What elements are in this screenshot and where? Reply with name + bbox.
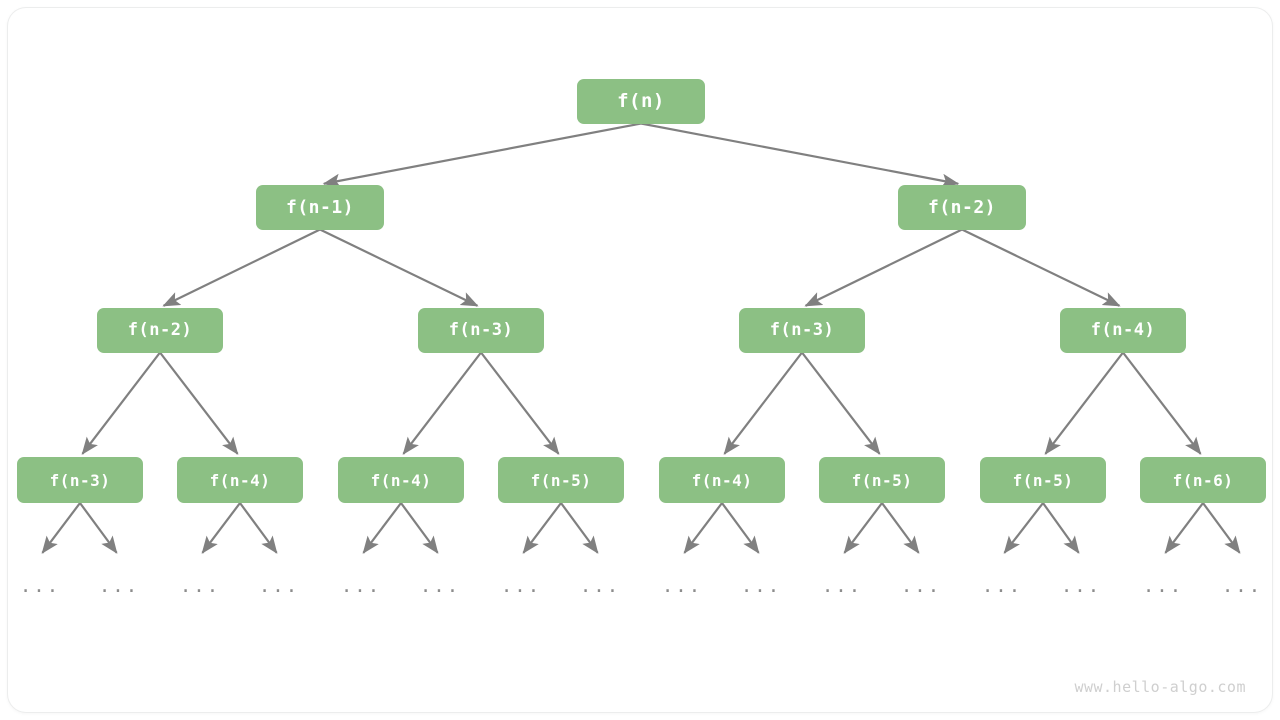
tree-node-n1: f(n-1)	[256, 184, 384, 230]
tree-node-n4: f(n-3)	[418, 307, 544, 353]
ellipsis-marker: ...	[981, 575, 1023, 597]
tree-node-n2: f(n-2)	[898, 184, 1026, 230]
ellipsis-marker: ...	[661, 575, 703, 597]
tree-node-n10: f(n-5)	[498, 457, 624, 503]
tree-node-n6: f(n-4)	[1060, 307, 1186, 353]
ellipsis-marker: ...	[579, 575, 621, 597]
ellipsis-marker: ...	[1221, 575, 1263, 597]
ellipsis-marker: ...	[821, 575, 863, 597]
tree-node-n8: f(n-4)	[177, 457, 303, 503]
watermark: www.hello-algo.com	[1074, 678, 1246, 696]
ellipsis-marker: ...	[419, 575, 461, 597]
ellipsis-marker: ...	[500, 575, 542, 597]
ellipsis-marker: ...	[1142, 575, 1184, 597]
ellipsis-marker: ...	[19, 575, 61, 597]
tree-node-n9: f(n-4)	[338, 457, 464, 503]
ellipsis-marker: ...	[98, 575, 140, 597]
tree-node-n14: f(n-6)	[1140, 457, 1266, 503]
ellipsis-marker: ...	[1060, 575, 1102, 597]
tree-node-n7: f(n-3)	[17, 457, 143, 503]
ellipsis-marker: ...	[740, 575, 782, 597]
ellipsis-marker: ...	[900, 575, 942, 597]
tree-node-n0: f(n)	[577, 78, 705, 124]
ellipsis-marker: ...	[340, 575, 382, 597]
ellipsis-marker: ...	[179, 575, 221, 597]
tree-node-n5: f(n-3)	[739, 307, 865, 353]
ellipsis-marker: ...	[258, 575, 300, 597]
tree-node-n13: f(n-5)	[980, 457, 1106, 503]
tree-node-n3: f(n-2)	[97, 307, 223, 353]
tree-node-n12: f(n-5)	[819, 457, 945, 503]
tree-node-n11: f(n-4)	[659, 457, 785, 503]
